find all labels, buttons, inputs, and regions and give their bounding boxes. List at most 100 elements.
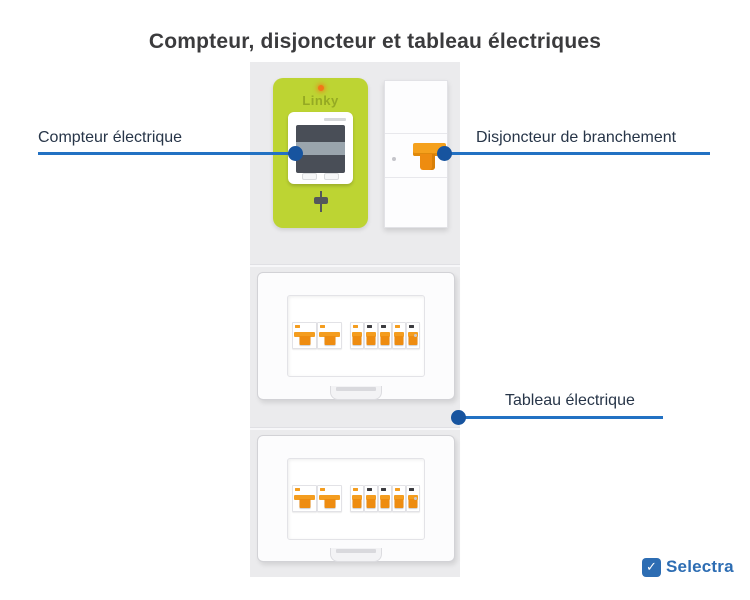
module-mark: [320, 488, 325, 491]
callout-line-meter: [38, 152, 296, 155]
selectra-check-icon: ✓: [642, 557, 661, 577]
module-lever-bar: [394, 495, 404, 500]
module-lever-handle: [408, 499, 418, 508]
module-lever-bar: [366, 495, 376, 500]
meter-plus-button: [324, 173, 339, 180]
meter-led-indicator: [317, 85, 324, 91]
breaker-module: [364, 322, 378, 349]
module-lever-handle: [366, 499, 376, 508]
panel-inner-face: [287, 295, 425, 377]
module-lever-handle: [299, 499, 310, 508]
callout-dot-meter: [288, 146, 303, 161]
breaker-module: [350, 485, 364, 512]
module-mark: [409, 488, 414, 491]
module-lever-bar: [380, 495, 390, 500]
module-lever-handle: [394, 499, 404, 508]
module-mark: [367, 488, 372, 491]
screen-band: [296, 125, 345, 143]
breaker-group-main: [292, 322, 342, 349]
breaker-module: [392, 485, 406, 512]
strip-divider: [250, 428, 460, 430]
module-lever-bar: [408, 495, 418, 500]
module-mark: [381, 488, 386, 491]
module-lever-handle: [380, 499, 390, 508]
breaker-lever-handle: [420, 154, 435, 170]
module-mark: [367, 325, 372, 328]
module-lever-bar: [366, 332, 376, 337]
meter-minus-button: [302, 173, 317, 180]
panel-inner-face: [287, 458, 425, 540]
breaker-module: [378, 485, 392, 512]
panel-handle: [330, 386, 382, 400]
breaker-module: [378, 322, 392, 349]
callout-dot-panel: [451, 410, 466, 425]
breaker-module: [350, 322, 364, 349]
breaker-seam: [385, 177, 447, 178]
breaker-row: [288, 322, 424, 349]
distribution-panel-1: [257, 272, 455, 400]
panel-handle-slot: [336, 549, 376, 553]
module-mark: [295, 325, 300, 328]
module-lever-bar: [394, 332, 404, 337]
module-lever-handle: [299, 336, 310, 345]
callout-line-main-breaker: [445, 152, 710, 155]
module-lever-bar: [380, 332, 390, 337]
selectra-logo-text: Selectra: [666, 557, 734, 576]
module-lever-bar: [319, 495, 340, 500]
module-lever-bar: [352, 495, 362, 500]
module-mark: [395, 488, 400, 491]
breaker-row: [288, 485, 424, 512]
callout-label-meter: Compteur électrique: [38, 129, 183, 146]
module-mark: [381, 325, 386, 328]
module-mark: [395, 325, 400, 328]
module-mark: [353, 488, 358, 491]
meter-screen: [296, 125, 345, 173]
callout-label-panel: Tableau électrique: [505, 392, 635, 409]
module-mark: [295, 488, 300, 491]
module-lever-bar: [294, 495, 315, 500]
wall-strip: Linky: [250, 62, 460, 577]
meter-brand-label: Linky: [302, 93, 339, 108]
distribution-panel-2: [257, 435, 455, 562]
strip-divider: [250, 265, 460, 267]
module-mark: [320, 325, 325, 328]
module-lever-handle: [352, 336, 362, 345]
module-lever-bar: [352, 332, 362, 337]
module-lever-handle: [352, 499, 362, 508]
selectra-logo: ✓ Selectra: [642, 557, 734, 577]
breaker-module: [406, 485, 420, 512]
screen-band: [296, 154, 345, 173]
breaker-group-main: [292, 485, 342, 512]
breaker-screw: [392, 157, 396, 161]
breaker-module: [392, 322, 406, 349]
plug-icon: [312, 191, 330, 218]
callout-label-main-breaker: Disjoncteur de branchement: [476, 129, 677, 146]
breaker-module: [292, 485, 317, 512]
breaker-module: [317, 322, 342, 349]
module-mark: [353, 325, 358, 328]
callout-line-panel: [459, 416, 663, 419]
module-lever-handle: [380, 336, 390, 345]
meter-digits-row: [324, 118, 346, 121]
module-lever-handle: [408, 336, 418, 345]
breaker-module: [317, 485, 342, 512]
module-mark: [409, 325, 414, 328]
module-lever-bar: [294, 332, 315, 337]
callout-dot-main-breaker: [437, 146, 452, 161]
module-lever-bar: [408, 332, 418, 337]
panel-handle: [330, 548, 382, 562]
module-lever-handle: [366, 336, 376, 345]
module-lever-handle: [394, 336, 404, 345]
panel-handle-slot: [336, 387, 376, 391]
module-lever-handle: [324, 336, 335, 345]
breaker-group-circuits: [350, 322, 420, 349]
screen-band: [296, 142, 345, 155]
breaker-module: [364, 485, 378, 512]
breaker-seam: [385, 133, 447, 134]
breaker-group-circuits: [350, 485, 420, 512]
panel-screw: [414, 497, 417, 500]
module-lever-bar: [319, 332, 340, 337]
panel-screw: [414, 334, 417, 337]
meter-buttons: [288, 173, 353, 180]
